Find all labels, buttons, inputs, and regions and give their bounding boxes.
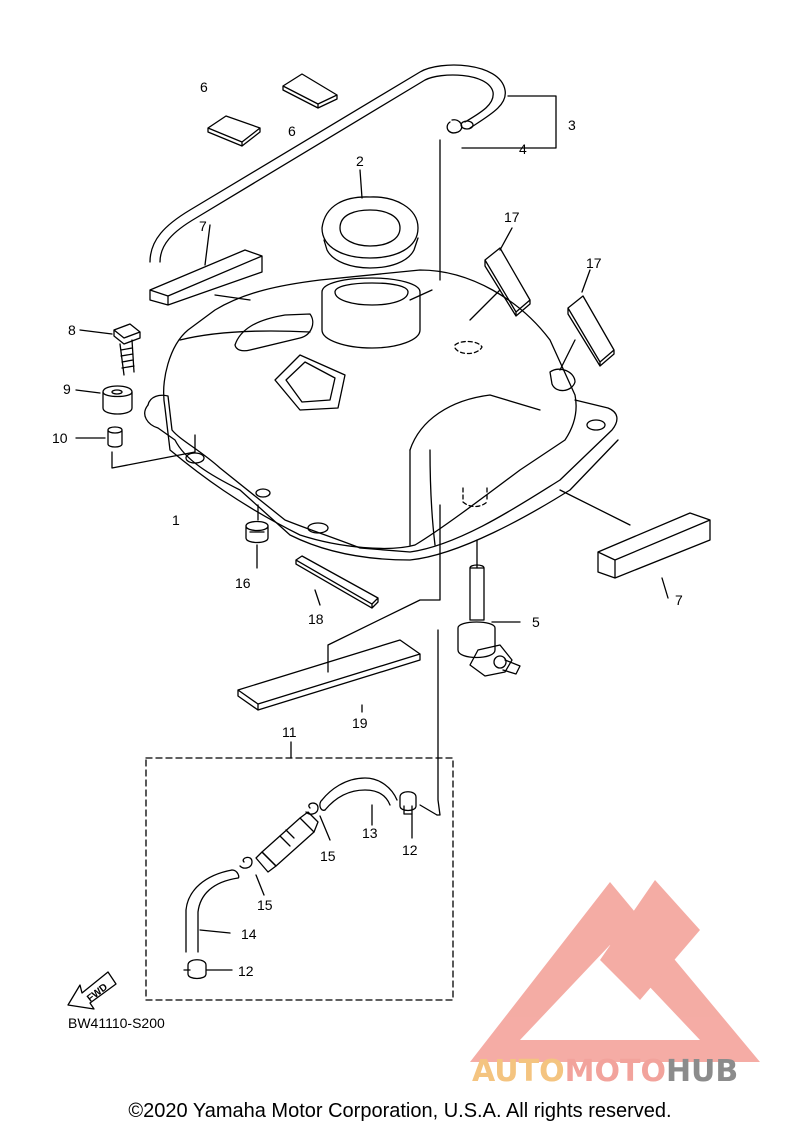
collar-10 bbox=[107, 426, 123, 448]
strip-18 bbox=[295, 555, 379, 609]
brand-moto: MOTO bbox=[564, 1054, 666, 1089]
clip-15a bbox=[305, 802, 319, 815]
callout-10: 10 bbox=[52, 430, 68, 446]
callout-15a: 15 bbox=[320, 848, 336, 864]
callout-3: 3 bbox=[568, 117, 576, 133]
fwd-badge: FWD bbox=[85, 982, 110, 1005]
callout-4: 4 bbox=[519, 141, 527, 157]
callout-9: 9 bbox=[63, 381, 71, 397]
damper-17a bbox=[484, 247, 531, 317]
callout-12b: 12 bbox=[238, 963, 254, 979]
fuel-filter bbox=[255, 811, 319, 873]
pad-6a bbox=[207, 115, 261, 147]
copyright-notice: ©2020 Yamaha Motor Corporation, U.S.A. A… bbox=[128, 1100, 672, 1122]
automotohub-logo-icon bbox=[470, 880, 760, 1062]
fwd-arrow-icon bbox=[67, 971, 117, 1010]
rubber-strip-7b bbox=[597, 512, 711, 579]
callout-13: 13 bbox=[362, 825, 378, 841]
callout-17a: 17 bbox=[504, 209, 520, 225]
reference-code: BW41110-S200 bbox=[68, 1015, 165, 1031]
clamp-12b bbox=[183, 959, 233, 980]
rubber-strip-7a bbox=[149, 249, 263, 306]
callout-15b: 15 bbox=[257, 897, 273, 913]
callout-5: 5 bbox=[532, 614, 540, 630]
damper-17b bbox=[567, 295, 615, 367]
grommet-9 bbox=[102, 385, 133, 415]
callout-7b: 7 bbox=[675, 592, 683, 608]
callout-11: 11 bbox=[282, 724, 297, 740]
callout-19: 19 bbox=[352, 715, 368, 731]
clip-part bbox=[446, 119, 463, 134]
hose-14 bbox=[185, 869, 239, 953]
callout-7a: 7 bbox=[199, 218, 207, 234]
fuel-tank bbox=[144, 269, 619, 561]
callout-1: 1 bbox=[172, 512, 180, 528]
pad-6b bbox=[282, 73, 338, 109]
callout-6b: 6 bbox=[288, 123, 296, 139]
hose-13 bbox=[321, 777, 398, 811]
breather-hose bbox=[149, 64, 506, 263]
fuel-cap bbox=[321, 196, 419, 269]
watermark-brand: AUTOMOTOHUB bbox=[472, 1054, 738, 1089]
bolt-8 bbox=[113, 323, 141, 376]
brand-hub: HUB bbox=[665, 1054, 739, 1089]
callout-18: 18 bbox=[308, 611, 324, 627]
clip-15b bbox=[239, 856, 253, 869]
callout-16: 16 bbox=[235, 575, 251, 591]
callout-8: 8 bbox=[68, 322, 76, 338]
callout-2: 2 bbox=[356, 153, 364, 169]
callout-14: 14 bbox=[241, 926, 257, 942]
brand-auto: AUTO bbox=[472, 1054, 565, 1089]
clamp-12a bbox=[399, 791, 417, 815]
grommet-16 bbox=[245, 520, 269, 544]
kit-boundary-11 bbox=[145, 757, 454, 1001]
pad-19 bbox=[237, 639, 421, 711]
callout-17b: 17 bbox=[586, 255, 602, 271]
callout-6a: 6 bbox=[200, 79, 208, 95]
callout-12a: 12 bbox=[402, 842, 418, 858]
fuel-cock-5 bbox=[457, 539, 521, 677]
